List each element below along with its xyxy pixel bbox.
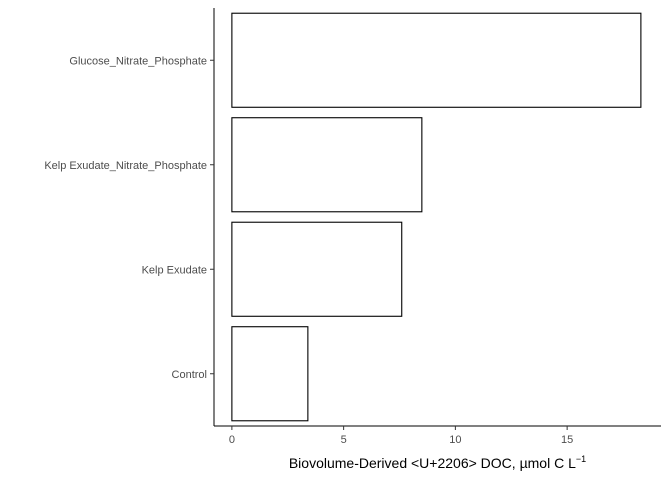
y-ticks: Control Kelp Exudate Kelp Exudate_Nitrate_… [44,55,214,381]
x-tick-label: 5 [341,434,347,446]
bar [231,221,403,317]
bar [231,12,642,108]
x-axis: 0 5 10 15 [214,425,661,446]
y-tick-label: Kelp Exudate_Nitrate_Phosphate [44,160,207,172]
y-tick-label: Glucose_Nitrate_Phosphate [69,55,207,67]
y-axis: Control Kelp Exudate Kelp Exudate_Nitrate_… [44,8,215,426]
y-tick-label: Kelp Exudate [142,264,207,276]
x-axis-title-main: Biovolume-Derived <U+2206> DOC, µmol C L [289,455,576,471]
bars-group [231,12,642,422]
bar [231,326,309,422]
x-ticks: 0 5 10 15 [229,426,573,446]
bar [231,117,423,213]
x-tick-label: 15 [561,434,573,446]
x-tick-label: 10 [449,434,461,446]
x-axis-title-superscript: −1 [576,454,586,464]
y-tick-label: Control [172,369,207,381]
x-axis-title: Biovolume-Derived <U+2206> DOC, µmol C L… [289,454,586,471]
x-tick-label: 0 [229,434,235,446]
